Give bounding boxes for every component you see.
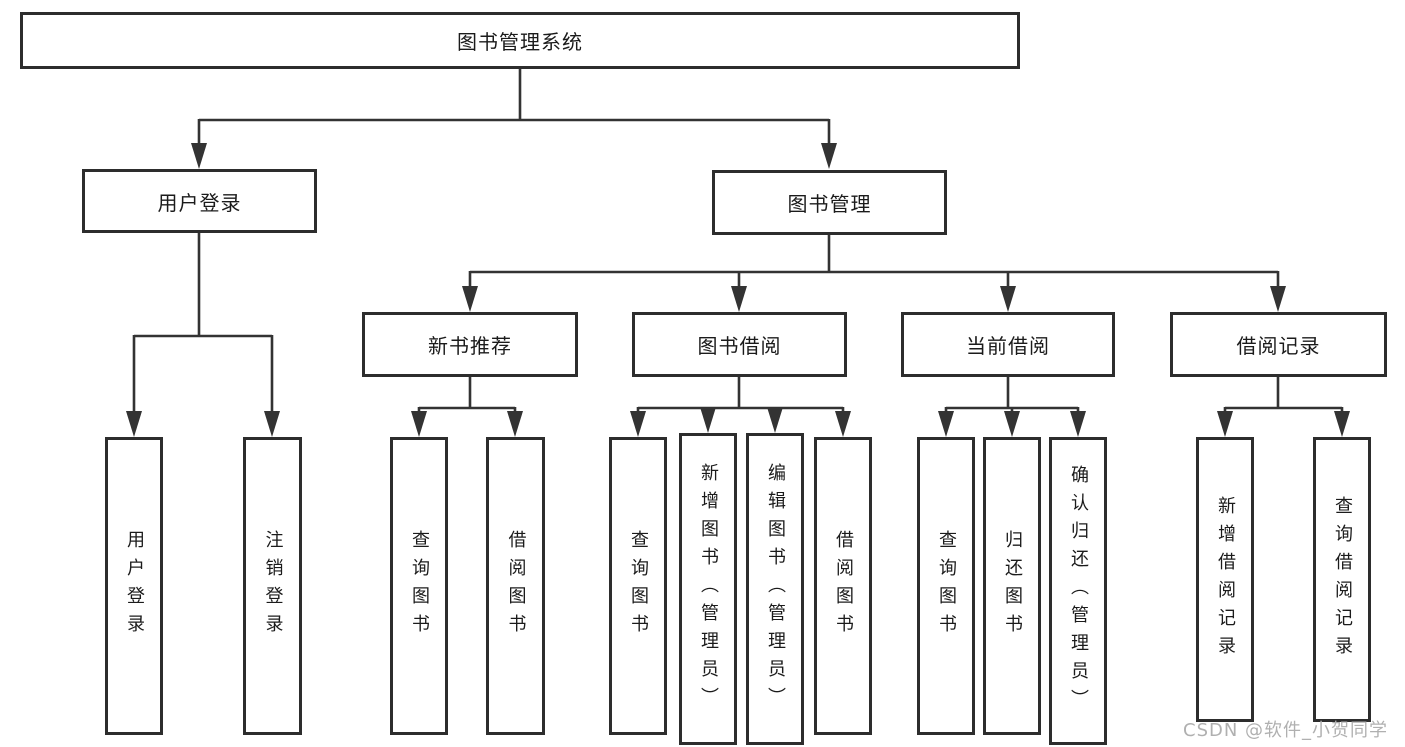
leaf-confirm-return-admin-label: 确认归还（管理员）: [1068, 465, 1089, 717]
leaf-query-books-recommend-label: 查询图书: [409, 530, 430, 642]
leaf-edit-books-admin-label: 编辑图书（管理员）: [765, 463, 786, 715]
node-user-login-label: 用户登录: [157, 190, 242, 215]
leaf-query-borrow-record: 查询借阅记录: [1313, 437, 1371, 722]
branch-book-borrowing: [630, 377, 851, 437]
branch-user-login: [126, 233, 280, 437]
leaf-user-login: 用户登录: [105, 437, 163, 735]
node-borrowing-records: 借阅记录: [1170, 312, 1387, 377]
branch-book-management: [462, 235, 1286, 312]
node-borrowing-records-label: 借阅记录: [1236, 334, 1321, 358]
leaf-query-borrow-record-label: 查询借阅记录: [1332, 495, 1353, 664]
leaf-add-books-admin: 新增图书（管理员）: [679, 433, 737, 745]
leaf-add-borrow-record: 新增借阅记录: [1196, 437, 1254, 722]
leaf-edit-books-admin: 编辑图书（管理员）: [746, 433, 804, 745]
leaf-confirm-return-admin: 确认归还（管理员）: [1049, 437, 1107, 745]
leaf-query-books-current: 查询图书: [917, 437, 975, 735]
leaf-borrow-books-borrow: 借阅图书: [814, 437, 872, 735]
node-book-management-label: 图书管理: [787, 192, 872, 216]
leaf-user-login-label: 用户登录: [124, 530, 145, 642]
leaf-borrow-books-recommend: 借阅图书: [486, 437, 545, 735]
leaf-borrow-books-recommend-label: 借阅图书: [505, 530, 527, 642]
node-current-borrowing: 当前借阅: [901, 312, 1115, 377]
node-new-book-recommendation-label: 新书推荐: [428, 334, 512, 358]
leaf-return-books-label: 归还图书: [1002, 530, 1023, 642]
branch-root: [191, 69, 837, 169]
node-library-system-label: 图书管理系统: [457, 30, 583, 54]
leaf-logout-label: 注销登录: [262, 530, 284, 642]
leaf-borrow-books-borrow-label: 借阅图书: [833, 530, 854, 642]
branch-current-borrowing: [938, 377, 1086, 437]
leaf-logout: 注销登录: [243, 437, 302, 735]
leaf-query-books-borrow-label: 查询图书: [628, 530, 649, 642]
node-book-borrowing-label: 图书借阅: [697, 334, 782, 358]
leaf-query-books-current-label: 查询图书: [936, 530, 957, 642]
node-library-system: 图书管理系统: [20, 12, 1020, 69]
leaf-add-borrow-record-label: 新增借阅记录: [1215, 495, 1236, 664]
branch-new-book-recommendation: [411, 377, 523, 437]
node-book-management: 图书管理: [712, 170, 947, 235]
node-new-book-recommendation: 新书推荐: [362, 312, 578, 377]
leaf-return-books: 归还图书: [983, 437, 1041, 735]
leaf-query-books-recommend: 查询图书: [390, 437, 448, 735]
node-user-login: 用户登录: [82, 169, 317, 233]
watermark: CSDN @软件_小贺同学: [1183, 720, 1389, 741]
node-book-borrowing: 图书借阅: [632, 312, 847, 377]
node-current-borrowing-label: 当前借阅: [966, 334, 1050, 358]
leaf-add-books-admin-label: 新增图书（管理员）: [698, 463, 719, 715]
branch-borrowing-records: [1217, 377, 1350, 437]
leaf-query-books-borrow: 查询图书: [609, 437, 667, 735]
